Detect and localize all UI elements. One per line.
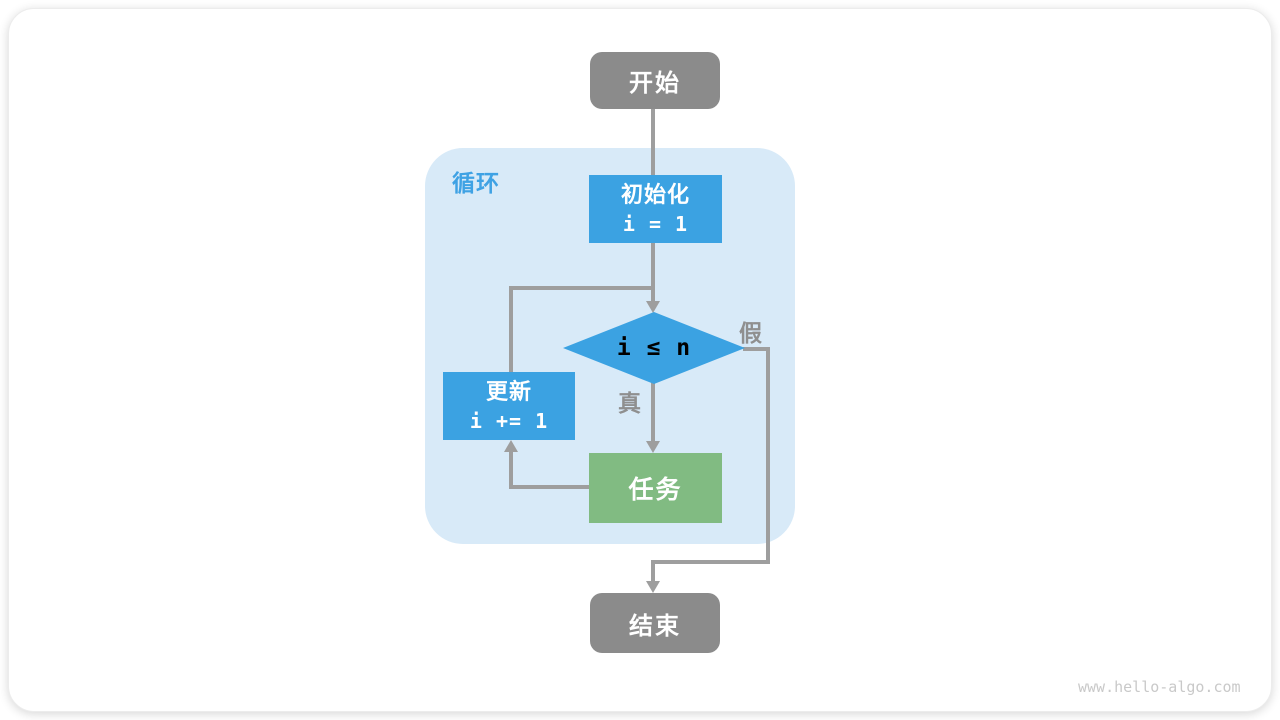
arrowhead-into-update: [504, 440, 518, 452]
edge-false-from-cond: [743, 347, 770, 351]
arrowhead-into-cond: [646, 301, 660, 313]
edge-task-to-update-vertical: [509, 451, 513, 489]
edge-task-to-update-horizontal: [509, 485, 591, 489]
edge-loopback-vertical: [509, 286, 513, 374]
edge-false-horizontal-bottom: [651, 560, 770, 564]
edge-start-to-init: [651, 109, 655, 176]
node-update-code: i += 1: [469, 409, 549, 433]
node-task-label: 任务: [628, 476, 683, 504]
edge-init-to-cond: [651, 242, 655, 302]
node-init-code: i = 1: [622, 212, 689, 236]
node-init-title: 初始化: [620, 182, 690, 207]
arrowhead-into-end: [646, 581, 660, 593]
node-end-label: 结束: [629, 612, 681, 640]
node-cond-label: i ≤ n: [616, 335, 692, 361]
edge-false-vertical-right: [766, 347, 770, 564]
watermark: www.hello-algo.com: [1078, 678, 1241, 696]
true-branch-label: 真: [618, 390, 642, 416]
edge-false-into-end: [651, 560, 655, 582]
node-end: 结束: [590, 593, 720, 653]
node-start-label: 开始: [629, 70, 681, 97]
arrowhead-into-task: [646, 441, 660, 453]
node-update-title: 更新: [485, 379, 532, 404]
node-init: 初始化 i = 1: [589, 175, 722, 243]
node-update: 更新 i += 1: [443, 372, 575, 440]
false-branch-label: 假: [739, 320, 763, 346]
node-start: 开始: [590, 52, 720, 109]
node-task: 任务: [589, 453, 722, 523]
loop-label: 循环: [452, 170, 500, 196]
edge-cond-to-task: [651, 382, 655, 442]
edge-loopback-horizontal: [509, 286, 655, 290]
